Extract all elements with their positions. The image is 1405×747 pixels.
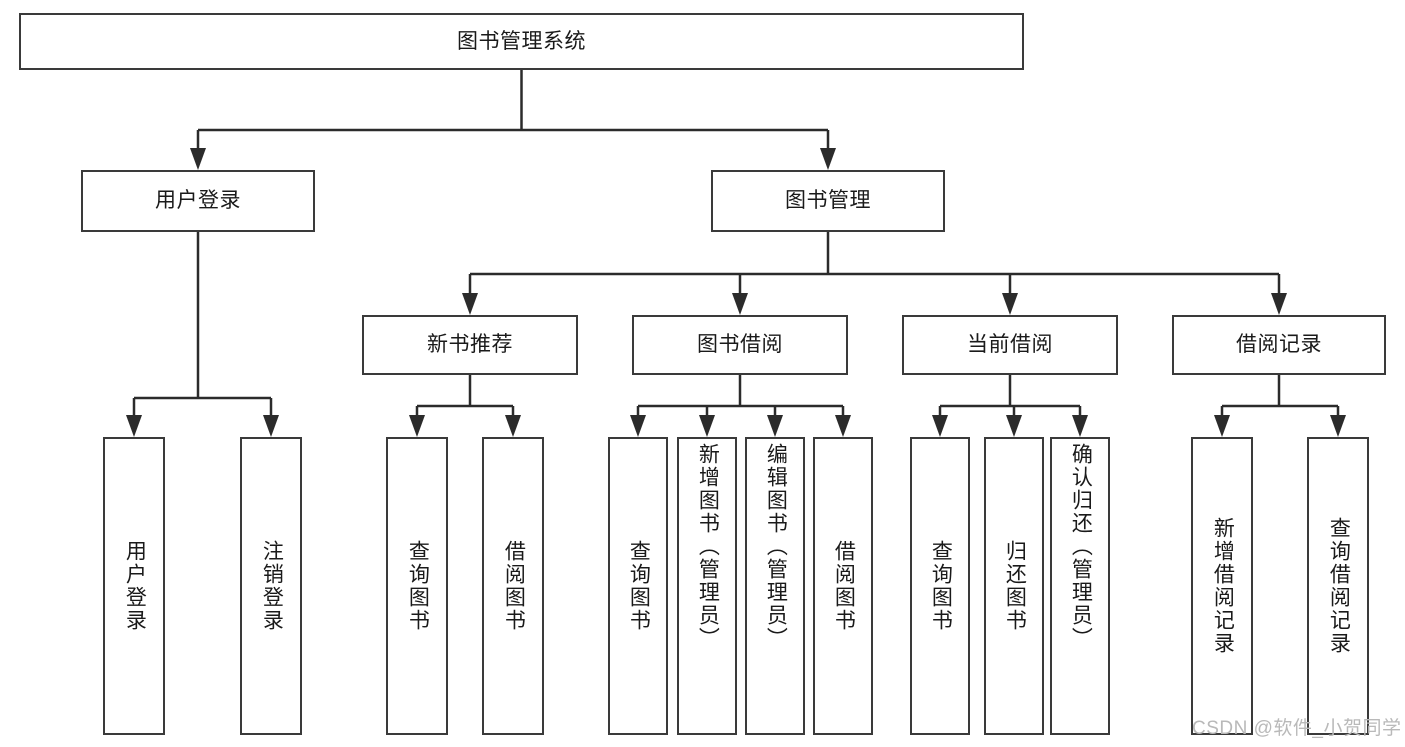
node-leaf2[interactable]: 注销登录 [240, 437, 302, 735]
node-label: 查询图书 [406, 540, 430, 632]
node-root[interactable]: 图书管理系统 [19, 13, 1024, 70]
node-label: 新增借阅记录 [1211, 517, 1235, 655]
arrowhead-icon [1330, 415, 1346, 437]
arrowhead-icon [835, 415, 851, 437]
node-records[interactable]: 借阅记录 [1172, 315, 1386, 375]
arrowhead-icon [1002, 293, 1018, 315]
node-label: 新书推荐 [427, 333, 513, 357]
arrowhead-icon [699, 415, 715, 437]
arrowhead-icon [190, 148, 206, 170]
node-current[interactable]: 当前借阅 [902, 315, 1118, 375]
node-label: 用户登录 [155, 189, 241, 213]
node-leaf7[interactable]: 编辑图书（管理员） [745, 437, 805, 735]
node-label: 当前借阅 [967, 333, 1053, 357]
node-leaf12[interactable]: 新增借阅记录 [1191, 437, 1253, 735]
node-leaf9[interactable]: 查询图书 [910, 437, 970, 735]
node-leaf5[interactable]: 查询图书 [608, 437, 668, 735]
arrowhead-icon [1214, 415, 1230, 437]
arrowhead-icon [932, 415, 948, 437]
node-leaf4[interactable]: 借阅图书 [482, 437, 544, 735]
node-leaf3[interactable]: 查询图书 [386, 437, 448, 735]
node-newbooks[interactable]: 新书推荐 [362, 315, 578, 375]
arrowhead-icon [126, 415, 142, 437]
node-label: 新增图书（管理员） [696, 443, 720, 650]
node-label: 图书管理 [785, 189, 871, 213]
node-label: 借阅图书 [832, 540, 856, 632]
node-label: 借阅记录 [1236, 333, 1322, 357]
node-label: 查询借阅记录 [1327, 517, 1351, 655]
arrowhead-icon [505, 415, 521, 437]
node-leaf10[interactable]: 归还图书 [984, 437, 1044, 735]
node-label: 图书管理系统 [457, 29, 586, 53]
node-label: 编辑图书（管理员） [764, 443, 788, 650]
node-label: 图书借阅 [697, 333, 783, 357]
node-bookmgmt[interactable]: 图书管理 [711, 170, 945, 232]
arrowhead-icon [1072, 415, 1088, 437]
node-borrow[interactable]: 图书借阅 [632, 315, 848, 375]
node-leaf1[interactable]: 用户登录 [103, 437, 165, 735]
arrowhead-icon [732, 293, 748, 315]
node-label: 确认归还（管理员） [1069, 443, 1093, 650]
arrowhead-icon [767, 415, 783, 437]
arrowhead-icon [630, 415, 646, 437]
node-leaf13[interactable]: 查询借阅记录 [1307, 437, 1369, 735]
arrowhead-icon [1006, 415, 1022, 437]
node-leaf6[interactable]: 新增图书（管理员） [677, 437, 737, 735]
node-label: 借阅图书 [502, 540, 526, 632]
node-leaf11[interactable]: 确认归还（管理员） [1050, 437, 1110, 735]
node-label: 归还图书 [1003, 540, 1027, 632]
arrowhead-icon [820, 148, 836, 170]
arrowhead-icon [263, 415, 279, 437]
arrowhead-icon [409, 415, 425, 437]
node-label: 查询图书 [929, 540, 953, 632]
arrowhead-icon [1271, 293, 1287, 315]
csdn-watermark: CSDN @软件_小贺同学 [1192, 718, 1402, 739]
node-label: 查询图书 [627, 540, 651, 632]
node-label: 注销登录 [260, 540, 284, 632]
node-login[interactable]: 用户登录 [81, 170, 315, 232]
node-leaf8[interactable]: 借阅图书 [813, 437, 873, 735]
arrowhead-icon [462, 293, 478, 315]
node-label: 用户登录 [123, 540, 147, 632]
